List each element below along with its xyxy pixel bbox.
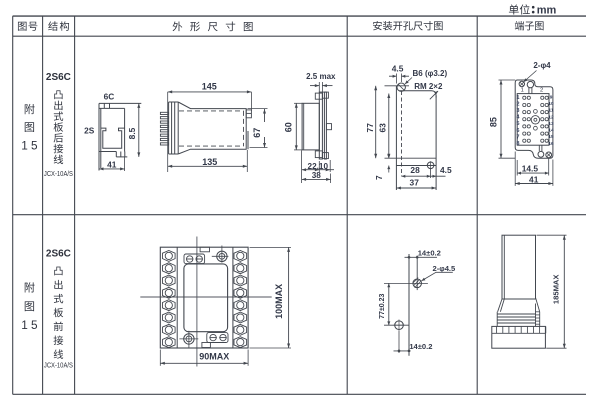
svg-text:6C: 6C <box>104 91 115 101</box>
svg-text:3: 3 <box>516 108 519 114</box>
svg-text:135: 135 <box>202 157 217 167</box>
svg-text:14.5: 14.5 <box>522 164 539 174</box>
svg-text:4.5: 4.5 <box>440 165 452 175</box>
svg-text:90MAX: 90MAX <box>199 351 229 361</box>
svg-text:RM 2×2: RM 2×2 <box>414 82 443 91</box>
svg-text:10: 10 <box>548 101 554 106</box>
svg-text:60: 60 <box>284 122 294 132</box>
svg-text:13: 13 <box>548 121 554 126</box>
svg-text:14±0.2: 14±0.2 <box>409 342 432 351</box>
svg-text:2S6C: 2S6C <box>46 72 71 83</box>
svg-text:mm: mm <box>537 4 557 16</box>
svg-text:1 5: 1 5 <box>21 138 38 152</box>
svg-text:2S: 2S <box>84 125 95 135</box>
svg-text:9: 9 <box>550 94 553 99</box>
svg-text:2.5 max: 2.5 max <box>306 72 336 81</box>
svg-text:16: 16 <box>548 141 554 146</box>
svg-text:B6 (φ3.2): B6 (φ3.2) <box>413 69 448 78</box>
svg-text:37: 37 <box>410 177 420 187</box>
svg-text:1 5: 1 5 <box>21 318 38 332</box>
svg-text:85: 85 <box>488 117 498 127</box>
svg-text:7: 7 <box>374 175 384 180</box>
svg-text:11: 11 <box>549 108 554 113</box>
svg-text:1: 1 <box>516 95 519 101</box>
svg-text:5: 5 <box>516 121 519 127</box>
svg-text:8: 8 <box>516 141 519 147</box>
svg-text:41: 41 <box>529 175 539 185</box>
svg-text:4.5: 4.5 <box>392 64 404 74</box>
svg-text:7: 7 <box>516 135 519 141</box>
svg-text:28: 28 <box>410 165 420 175</box>
svg-text:2: 2 <box>516 101 519 107</box>
svg-text:12: 12 <box>548 114 554 119</box>
svg-text:JCX-10A/S: JCX-10A/S <box>44 361 73 370</box>
svg-text:14±0.2: 14±0.2 <box>418 249 441 258</box>
svg-text:8.5: 8.5 <box>127 127 137 139</box>
svg-text:6: 6 <box>516 128 519 134</box>
svg-text:63: 63 <box>378 123 388 133</box>
svg-text:14: 14 <box>548 128 554 133</box>
svg-text:JCX-10A/S: JCX-10A/S <box>44 169 73 178</box>
svg-text:100MAX: 100MAX <box>274 284 284 319</box>
svg-text:2: 2 <box>540 88 543 94</box>
svg-text:77: 77 <box>365 123 375 133</box>
svg-text:67: 67 <box>252 128 262 138</box>
svg-text:1: 1 <box>521 88 524 94</box>
svg-text:41: 41 <box>107 159 117 169</box>
svg-text:2S6C: 2S6C <box>46 249 71 260</box>
svg-text:77±0.23: 77±0.23 <box>379 293 386 318</box>
svg-text:185MAX: 185MAX <box>552 275 561 305</box>
svg-text:15: 15 <box>548 134 554 139</box>
svg-text:22,10: 22,10 <box>308 162 329 171</box>
svg-text:2-φ4.5: 2-φ4.5 <box>433 264 457 273</box>
svg-text:4: 4 <box>516 115 520 121</box>
svg-text:38: 38 <box>312 171 322 180</box>
svg-text:145: 145 <box>202 82 217 92</box>
svg-text:2-φ4: 2-φ4 <box>533 61 551 70</box>
